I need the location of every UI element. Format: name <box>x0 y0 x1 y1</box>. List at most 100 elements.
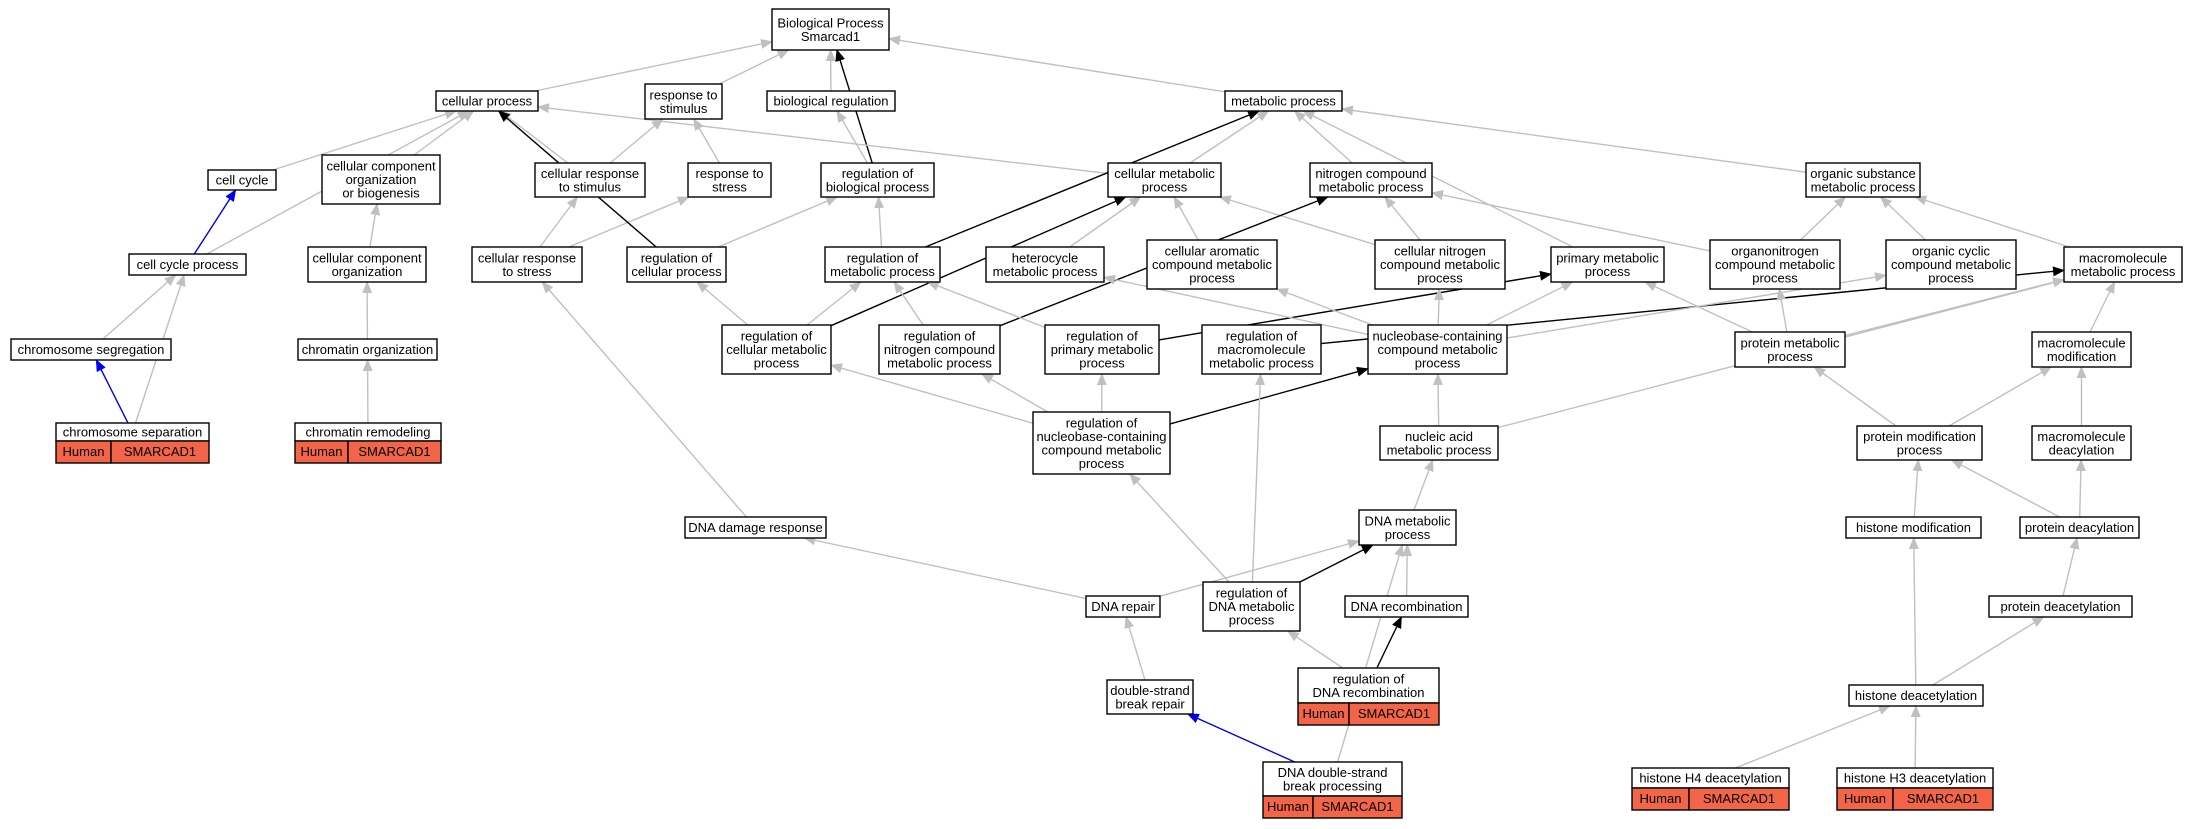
node-box-regulation-of-primary-metabolic-process <box>1044 324 1160 375</box>
node-label-response-to-stimulus: response to <box>650 87 718 102</box>
node-label-nucleic-acid-metabolic-process: nucleic acid <box>1405 429 1473 444</box>
node-histone-modification[interactable]: histone modification <box>1845 516 1982 539</box>
node-box-regulation-of-cellular-metabolic-process <box>721 324 832 375</box>
node-box-regulation-of-cellular-process <box>626 246 727 283</box>
edge-response-to-stress-to-response-to-stimulus <box>693 118 721 164</box>
node-biological-regulation[interactable]: biological regulation <box>766 90 896 112</box>
edge-cell-comp-org-biogenesis-to-cellular-process <box>413 110 475 156</box>
edge-regulation-of-dna-metabolic-process-to-regulation-of-nucleobase-containing-compound-metabolic-process <box>1129 473 1230 583</box>
node-label-regulation-of-dna-metabolic-process: DNA metabolic <box>1209 599 1295 614</box>
node-cell-cycle-process[interactable]: cell cycle process <box>128 253 247 276</box>
edge-protein-metabolic-process-to-organonitrogen-compound-metabolic-process <box>1776 288 1788 333</box>
node-label-cell-cycle-process: cell cycle process <box>137 257 239 272</box>
node-dna-repair[interactable]: DNA repair <box>1085 595 1161 618</box>
node-label-regulation-of-primary-metabolic-process: primary metabolic <box>1051 342 1154 357</box>
node-label-nitrogen-compound-metabolic-process: metabolic process <box>1319 179 1424 194</box>
node-label-cell-comp-org-biogenesis: organization <box>346 172 417 187</box>
node-chromatin-organization[interactable]: chromatin organization <box>297 338 438 361</box>
node-label-cellular-aromatic-compound-metabolic-process: cellular aromatic <box>1165 244 1260 259</box>
edge-protein-metabolic-process-to-primary-metabolic-process <box>1644 281 1753 333</box>
node-box-cellular-component-organization <box>307 246 427 283</box>
edge-dna-double-strand-break-processing-to-dna-metabolic-process <box>1336 544 1404 763</box>
node-label-protein-modification-process: protein modification <box>1863 429 1976 444</box>
node-box-cell-comp-org-biogenesis <box>321 154 441 205</box>
node-label-double-strand-break-repair: double-strand <box>1110 683 1190 698</box>
node-box-regulation-of-nucleobase-containing-compound-metabolic-process <box>1032 411 1171 475</box>
node-dna-damage-response[interactable]: DNA damage response <box>684 516 827 539</box>
edge-heterocycle-metabolic-process-to-cellular-metabolic-process <box>1069 196 1142 248</box>
edge-cell-cycle-process-to-cell-cycle <box>193 189 237 255</box>
edge-histone-deacetylation-to-histone-modification <box>1908 537 1919 686</box>
node-label-macromolecule-metabolic-process: metabolic process <box>2071 264 2176 279</box>
node-cellular-process[interactable]: cellular process <box>435 90 539 112</box>
node-label-histone-deacetylation: histone deacetylation <box>1855 688 1977 703</box>
node-chromosome-segregation[interactable]: chromosome segregation <box>10 338 172 361</box>
node-label-regulation-of-macromolecule-metabolic-process: regulation of <box>1226 329 1298 344</box>
edge-double-strand-break-repair-to-dna-repair <box>1124 616 1146 681</box>
edge-cellular-response-to-stress-to-cellular-response-to-stimulus <box>539 196 578 248</box>
node-label-cellular-metabolic-process: cellular metabolic <box>1114 166 1215 181</box>
node-cell-cycle[interactable]: cell cycle <box>207 169 277 191</box>
gene-cell <box>1892 787 1994 811</box>
node-histone-deacetylation[interactable]: histone deacetylation <box>1848 684 1984 707</box>
node-box-double-strand-break-repair <box>1106 679 1194 715</box>
edge-dna-double-strand-break-processing-to-double-strand-break-repair <box>1186 713 1295 763</box>
node-label-regulation-of-biological-process: biological process <box>826 179 930 194</box>
node-label-regulation-of-metabolic-process: metabolic process <box>830 264 935 279</box>
node-label-regulation-of-macromolecule-metabolic-process: metabolic process <box>1209 356 1314 371</box>
node-dna-recombination[interactable]: DNA recombination <box>1344 595 1469 618</box>
node-label-double-strand-break-repair: break repair <box>1115 696 1185 711</box>
edge-protein-modification-process-to-macromolecule-modification <box>1948 366 2053 427</box>
node-protein-deacetylation[interactable]: protein deacetylation <box>1988 595 2133 618</box>
node-regulation-of-nucleobase-containing-compound-metabolic-process[interactable]: regulation ofnucleobase-containingcompou… <box>1032 411 1171 475</box>
node-label-organic-substance-metabolic-process: organic substance <box>1810 166 1916 181</box>
node-label-dna-metabolic-process: process <box>1385 527 1431 542</box>
edge-response-to-stimulus-to-root <box>718 49 790 85</box>
node-protein-deacylation[interactable]: protein deacylation <box>2019 516 2140 539</box>
node-box-cell-cycle <box>207 169 277 191</box>
node-label-response-to-stress: response to <box>696 166 764 181</box>
node-metabolic-process[interactable]: metabolic process <box>1224 90 1343 112</box>
edge-regulation-of-dna-recombination-to-dna-recombination <box>1376 616 1403 669</box>
